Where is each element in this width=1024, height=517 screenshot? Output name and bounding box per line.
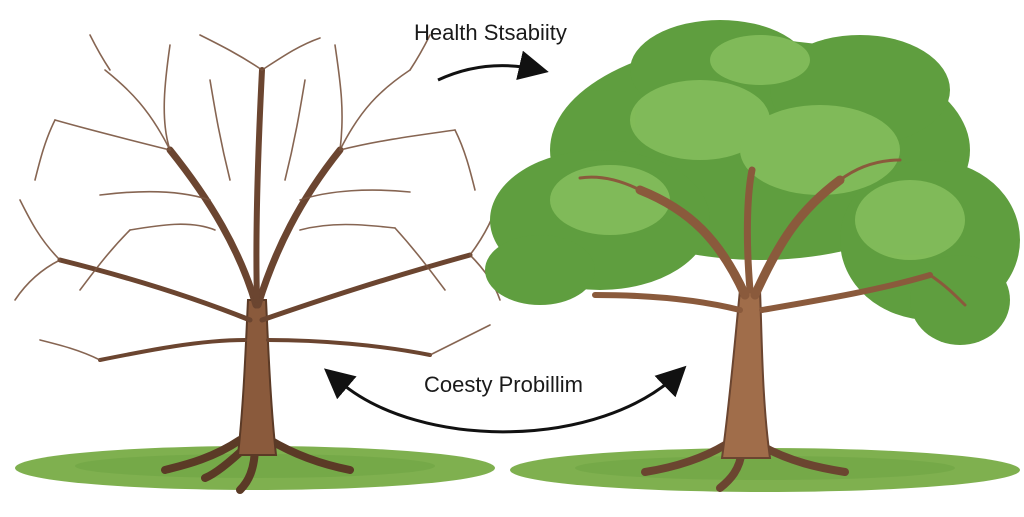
leafy-tree-icon xyxy=(485,20,1020,492)
top-label: Health Stsabiity xyxy=(414,20,567,46)
arrow-right-icon xyxy=(438,66,540,80)
middle-label: Coesty Probillim xyxy=(424,372,583,398)
